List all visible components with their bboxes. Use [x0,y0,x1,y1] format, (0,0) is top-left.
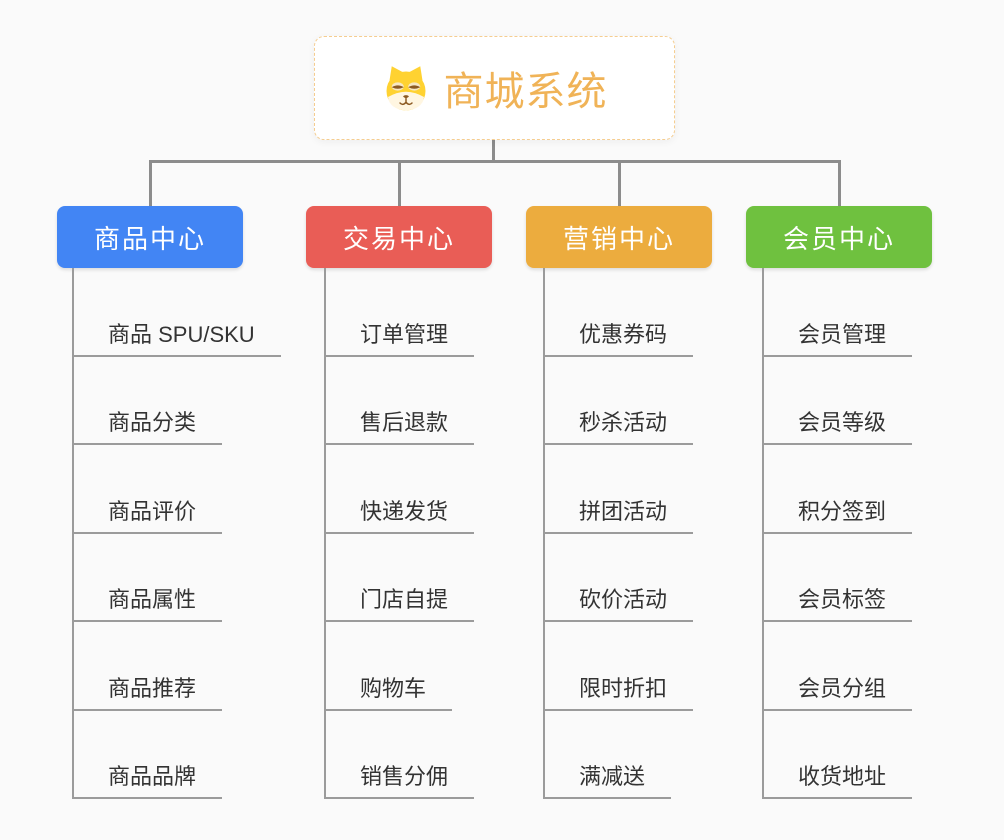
tree-item[interactable]: 订单管理 [326,268,475,357]
branch-box-product-center[interactable]: 商品中心 [57,206,243,268]
tree-item[interactable]: 购物车 [326,622,453,711]
tree-item[interactable]: 会员分组 [764,622,913,711]
connector-branch-drop-4 [838,160,841,206]
tree-item[interactable]: 优惠券码 [545,268,694,357]
tree-item[interactable]: 拼团活动 [545,445,694,534]
tree-item[interactable]: 商品评价 [74,445,223,534]
branch-column-member-center: 会员管理 会员等级 积分签到 会员标签 会员分组 收货地址 [762,268,913,799]
tree-item[interactable]: 收货地址 [764,711,913,799]
branch-column-trade-center: 订单管理 售后退款 快递发货 门店自提 购物车 销售分佣 [324,268,475,799]
branch-column-product-center: 商品 SPU/SKU 商品分类 商品评价 商品属性 商品推荐 商品品牌 [72,268,281,799]
branch-box-marketing-center[interactable]: 营销中心 [526,206,712,268]
tree-item[interactable]: 积分签到 [764,445,913,534]
branch-label: 商品中心 [93,223,206,254]
tree-item[interactable]: 秒杀活动 [545,357,694,445]
branch-column-marketing-center: 优惠券码 秒杀活动 拼团活动 砍价活动 限时折扣 满减送 [543,268,694,799]
root-node[interactable]: 商城系统 [314,36,675,140]
tree-item[interactable]: 会员管理 [764,268,913,357]
tree-item[interactable]: 门店自提 [326,534,475,622]
connector-root-drop [492,140,495,163]
connector-branch-drop-3 [618,160,621,206]
root-title: 商城系统 [443,70,608,114]
tree-item[interactable]: 商品品牌 [74,711,223,799]
tree-item[interactable]: 商品分类 [74,357,223,445]
tree-item[interactable]: 限时折扣 [545,622,694,711]
branch-box-trade-center[interactable]: 交易中心 [306,206,492,268]
tree-item[interactable]: 商品属性 [74,534,223,622]
tree-item[interactable]: 商品 SPU/SKU [74,268,281,357]
connector-horizontal-rail [149,160,841,163]
connector-branch-drop-1 [149,160,152,206]
branch-label: 交易中心 [342,223,455,254]
tree-item[interactable]: 砍价活动 [545,534,694,622]
tree-item[interactable]: 快递发货 [326,445,475,534]
connector-branch-drop-2 [398,160,401,206]
tree-item[interactable]: 会员等级 [764,357,913,445]
tree-item[interactable]: 商品推荐 [74,622,223,711]
branch-label: 会员中心 [782,223,895,254]
tree-item[interactable]: 售后退款 [326,357,475,445]
branch-box-member-center[interactable]: 会员中心 [746,206,932,268]
tree-item[interactable]: 销售分佣 [326,711,475,799]
branch-label: 营销中心 [562,223,675,254]
dog-face-icon [386,66,425,111]
tree-item[interactable]: 会员标签 [764,534,913,622]
tree-item[interactable]: 满减送 [545,711,672,799]
